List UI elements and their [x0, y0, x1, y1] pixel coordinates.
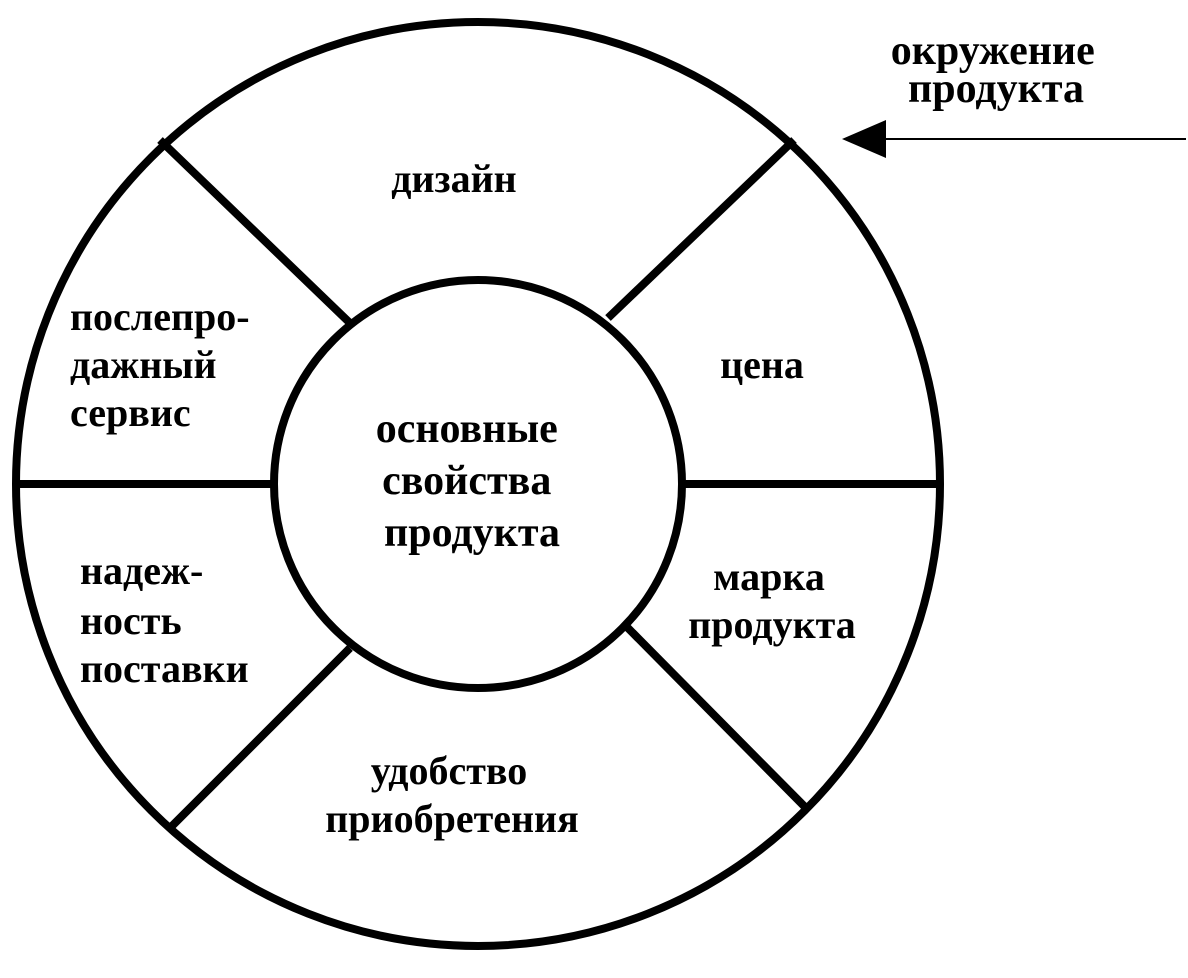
segment-label-line: надеж-: [80, 548, 203, 593]
segment-label-purchase-convenience: удобство приобретения: [325, 748, 578, 841]
segment-label-line: поставки: [80, 646, 249, 691]
segment-label-delivery-reliability: надеж- ность поставки: [80, 548, 249, 691]
segment-label-line: приобретения: [325, 796, 578, 841]
segment-label-line: сервис: [70, 390, 191, 435]
segment-label-line: дажный: [70, 342, 217, 387]
environment-label: окружение продукта: [891, 28, 1106, 112]
spoke-upper-right: [605, 137, 797, 321]
segment-label-line: ность: [80, 598, 182, 643]
segment-label-design: дизайн: [391, 156, 516, 201]
core-label-line: основные: [376, 406, 558, 452]
spoke-upper-left: [157, 137, 355, 328]
arrow-left-icon: [842, 120, 1186, 158]
segment-label-brand: марка продукта: [688, 554, 856, 647]
spoke-lower-right: [621, 621, 809, 811]
segment-label-price: цена: [720, 342, 804, 387]
segment-label-line: дизайн: [391, 156, 516, 201]
segment-label-line: цена: [720, 342, 804, 387]
core-label: основные свойства продукта: [376, 406, 569, 556]
segment-label-line: послепро-: [70, 294, 250, 339]
environment-label-line: окружение: [891, 28, 1095, 74]
core-label-line: продукта: [384, 510, 560, 556]
segment-label-line: удобство: [371, 748, 527, 793]
segment-label-after-sales-service: послепро- дажный сервис: [70, 294, 260, 435]
segment-label-line: продукта: [688, 602, 856, 647]
segment-label-line: марка: [713, 554, 825, 599]
arrow-head: [842, 120, 886, 158]
spoke-lower-left: [165, 645, 353, 833]
environment-label-line: продукта: [908, 66, 1084, 112]
core-label-line: свойства: [382, 458, 551, 504]
